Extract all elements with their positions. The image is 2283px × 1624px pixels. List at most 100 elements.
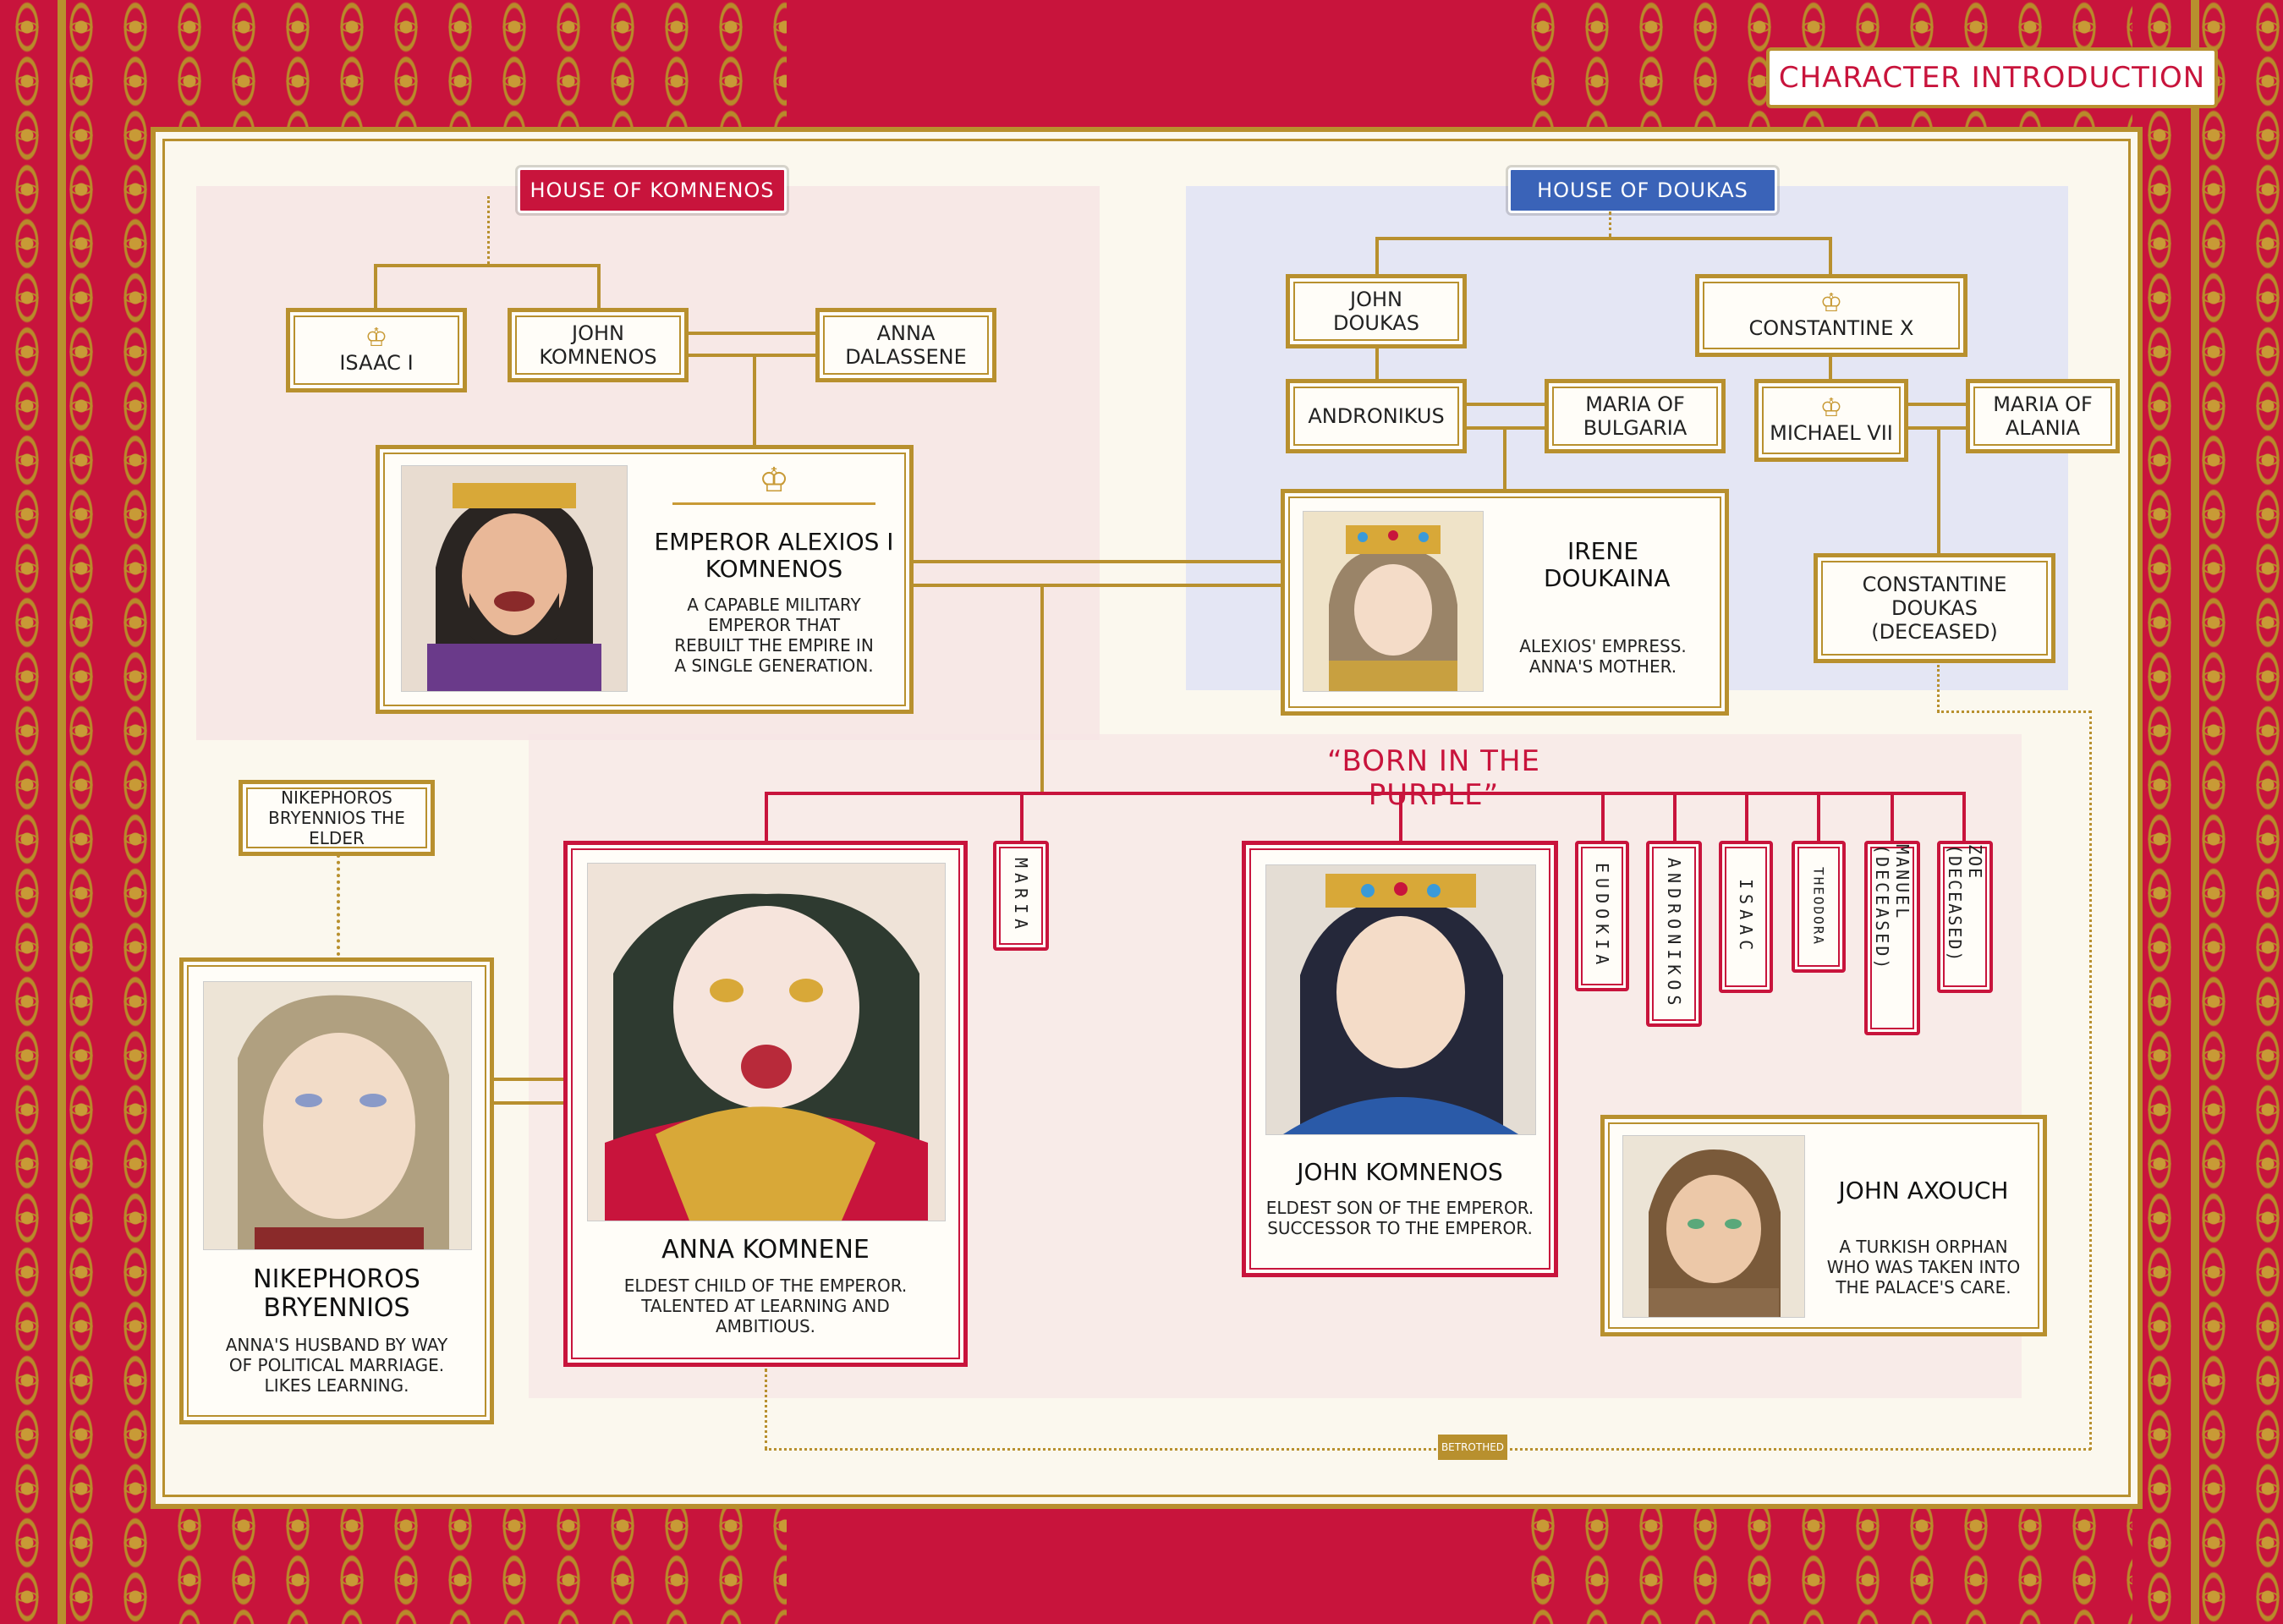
sibling-eudokia-label: EUDOKIA	[1592, 862, 1612, 970]
line-to-eudokia	[1601, 792, 1605, 842]
line-to-children	[1040, 585, 1044, 793]
anna-text: ANNA KOMNENE ELDEST CHILD OF THE EMPEROR…	[580, 1232, 951, 1337]
constantine-doukas-box: CONSTANTINE DOUKAS (DECEASED)	[1814, 553, 2055, 663]
isaac-i-box: ♔ ISAAC I	[286, 308, 467, 392]
line-to-constantine-x	[1829, 237, 1832, 276]
nikephoros-text: NIKEPHOROS BRYENNIOS ANNA'S HUSBAND BY W…	[193, 1260, 480, 1396]
line-john-d-andronikus	[1375, 347, 1379, 381]
constantine-x-label: CONSTANTINE X	[1748, 316, 1914, 340]
line-to-zoe	[1962, 792, 1966, 842]
irene-name: IRENE DOUKAINA	[1544, 537, 1671, 592]
alexios-desc: A CAPABLE MILITARY EMPEROR THAT REBUILT …	[674, 595, 874, 676]
anna-dalassene-box: ANNA DALASSENE	[815, 308, 996, 382]
john-axouch-desc: A TURKISH ORPHAN WHO WAS TAKEN INTO THE …	[1826, 1237, 2021, 1298]
line-to-andronikos	[1673, 792, 1677, 842]
line-to-john-k	[597, 264, 601, 311]
betrothed-line-constantine	[1937, 665, 1940, 712]
john-komnenos-label: JOHN KOMNENOS	[539, 321, 657, 369]
michael-vii-box: ♔ MICHAEL VII	[1754, 379, 1908, 462]
betrothed-line-bottom	[765, 1448, 2091, 1451]
marriage-john-anna-1	[685, 332, 819, 335]
line-to-isaac-k	[1745, 792, 1748, 842]
nikephoros-name: NIKEPHOROS BRYENNIOS	[253, 1265, 420, 1323]
doukas-dotted-line	[1609, 211, 1611, 237]
line-to-john-komnenos	[1399, 792, 1402, 844]
marriage-alexios-irene-2	[912, 584, 1284, 587]
sibling-eudokia: EUDOKIA	[1575, 841, 1629, 991]
betrothed-line-top	[1937, 710, 2091, 713]
anna-dalassene-label: ANNA DALASSENE	[845, 321, 967, 369]
gold-edge-right	[2191, 0, 2199, 1624]
betrothed-line-right	[2089, 710, 2092, 1450]
maria-of-alania-label: MARIA OF ALANIA	[1993, 392, 2093, 440]
john-komnenos-box: JOHN KOMNENOS	[508, 308, 689, 382]
sibling-isaac: ISAAC	[1719, 841, 1773, 993]
nikephoros-portrait	[203, 981, 472, 1250]
nikephoros-elder-box: NIKEPHOROS BRYENNIOS THE ELDER	[239, 780, 435, 856]
betrothed-line-left	[765, 1369, 767, 1450]
sibling-andronikos: ANDRONIKOS	[1646, 841, 1702, 1027]
anna-desc: ELDEST CHILD OF THE EMPEROR. TALENTED AT…	[623, 1276, 908, 1336]
john-doukas-box: JOHN DOUKAS	[1286, 274, 1467, 348]
betrothed-badge: BETROTHED	[1438, 1435, 1507, 1460]
line-to-theodora	[1817, 792, 1820, 842]
john-komnenos-name: JOHN KOMNENOS	[1297, 1158, 1503, 1186]
plain-red-band-top	[787, 0, 1506, 127]
irene-desc: ALEXIOS' EMPRESS. ANNA'S MOTHER.	[1519, 636, 1687, 677]
komnenos-dotted-line	[487, 196, 490, 264]
sibling-manuel-label: MANUEL (DECEASED)	[1872, 844, 1913, 972]
crown-icon: ♔	[759, 461, 789, 500]
maria-of-bulgaria-box: MARIA OF BULGARIA	[1545, 379, 1726, 453]
line-to-maria	[1020, 792, 1024, 842]
doukas-sibling-bar	[1375, 237, 1832, 240]
crown-ornament	[672, 502, 875, 505]
marriage-john-anna-2	[685, 354, 819, 357]
john-doukas-label: JOHN DOUKAS	[1333, 288, 1419, 335]
house-komnenos-tag: HOUSE OF KOMNENOS	[518, 167, 787, 213]
crown-icon: ♔	[1819, 288, 1843, 318]
line-to-isaac	[374, 264, 377, 311]
marriage-nikephoros-anna-2	[492, 1101, 565, 1105]
line-to-manuel	[1891, 792, 1894, 842]
nikephoros-desc: ANNA'S HUSBAND BY WAY OF POLITICAL MARRI…	[225, 1335, 448, 1396]
john-axouch-name: JOHN AXOUCH	[1838, 1177, 2009, 1204]
line-const-michael	[1829, 355, 1832, 381]
children-bar	[765, 792, 1966, 795]
house-doukas-tag: HOUSE OF DOUKAS	[1508, 167, 1777, 213]
sibling-theodora-label: THEODORA	[1810, 867, 1827, 946]
marriage-alexios-irene-1	[912, 560, 1284, 563]
alexios-portrait	[401, 465, 628, 692]
nikephoros-elder-label: NIKEPHOROS BRYENNIOS THE ELDER	[268, 787, 405, 848]
sibling-manuel: MANUEL (DECEASED)	[1864, 841, 1920, 1035]
sibling-maria: MARIA	[993, 841, 1049, 951]
line-to-john-d	[1375, 237, 1379, 276]
ornament-left	[0, 0, 151, 1624]
komnenos-sibling-bar	[374, 264, 601, 267]
alexios-name: EMPEROR ALEXIOS I KOMNENOS	[654, 528, 894, 583]
john-axouch-text: JOHN AXOUCH A TURKISH ORPHAN WHO WAS TAK…	[1815, 1172, 2032, 1298]
line-to-constantine-d	[1937, 428, 1940, 555]
sibling-theodora: THEODORA	[1792, 841, 1846, 973]
maria-of-alania-box: MARIA OF ALANIA	[1966, 379, 2120, 453]
sibling-isaac-label: ISAAC	[1736, 878, 1756, 956]
line-to-anna	[765, 792, 768, 844]
line-to-alexios	[753, 355, 756, 447]
anna-name: ANNA KOMNENE	[661, 1235, 870, 1265]
sibling-maria-label: MARIA	[1011, 857, 1031, 935]
andronikus-label: ANDRONIKUS	[1308, 404, 1445, 428]
john-komnenos-text: JOHN KOMNENOS ELDEST SON OF THE EMPEROR.…	[1255, 1154, 1545, 1239]
maria-of-bulgaria-label: MARIA OF BULGARIA	[1583, 392, 1688, 440]
crown-icon: ♔	[365, 323, 388, 353]
line-to-irene	[1503, 428, 1506, 489]
constantine-x-box: ♔ CONSTANTINE X	[1695, 274, 1967, 357]
irene-text: IRENE DOUKAINA ALEXIOS' EMPRESS. ANNA'S …	[1497, 533, 1709, 678]
sibling-zoe-label: ZOE (DECEASED)	[1945, 844, 1985, 963]
alexios-text: ♔ EMPEROR ALEXIOS I KOMNENOS A CAPABLE M…	[651, 457, 897, 702]
born-in-the-purple-label: “BORN IN THE PURPLE”	[1326, 744, 1540, 812]
crown-icon: ♔	[1819, 393, 1843, 423]
john-komnenos-desc: ELDEST SON OF THE EMPEROR. SUCCESSOR TO …	[1265, 1198, 1534, 1238]
plain-red-band-bottom	[787, 1499, 1506, 1624]
john-komnenos-portrait	[1265, 864, 1536, 1135]
irene-portrait	[1303, 511, 1484, 692]
